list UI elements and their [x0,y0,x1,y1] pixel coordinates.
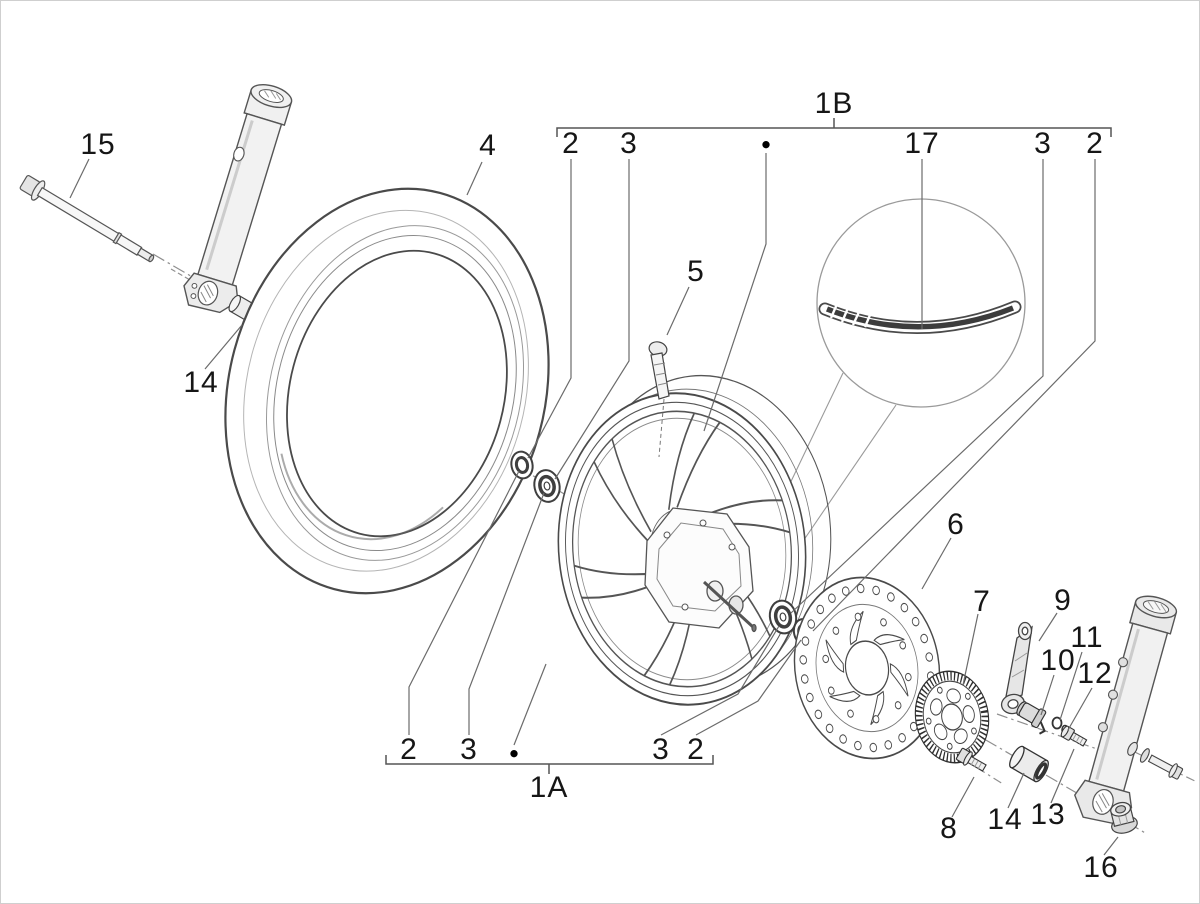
callout-4: 4 [479,129,497,162]
disc-center-hole [844,640,890,696]
wheel-rim [557,374,832,706]
callout-17: 17 [904,127,940,160]
leader-lines [69,153,1119,856]
callout-2-bottom: 2 [400,733,418,766]
callout-3-top: 3 [620,127,638,160]
leader-7 [962,613,979,686]
leader-14-left [204,324,243,370]
valve-5 [648,341,670,458]
ring-11 [1051,716,1063,730]
axle-nut-16 [1110,801,1138,834]
leader-6 [921,537,952,590]
callout-1a: 1A [529,771,569,804]
seal-left-2 [510,450,534,480]
leader-5 [666,286,690,336]
bracket-1b [556,118,1112,137]
valve-stem [650,352,670,400]
fork-leg-left [183,83,293,314]
disc-wave-cutouts [825,610,909,726]
leader-3-top [554,159,630,480]
leader-2-top [527,159,572,459]
callout-5: 5 [687,255,705,288]
callout-16: 16 [1083,851,1119,884]
callout-12: 12 [1077,657,1113,690]
callout-14-left: 14 [183,366,219,399]
assembly-dot-bottom: ● [508,743,520,763]
leader-8 [951,776,975,818]
leader-3-bottom [468,492,545,735]
leader-3-bottom-right [660,625,780,736]
callout-15: 15 [80,128,116,161]
disc-holes [799,583,935,753]
tone-ring-7 [914,670,990,764]
rim-decal-stripe [818,300,1022,334]
leader-3-top-right [790,159,1044,614]
leader-2-bottom [408,470,520,735]
fork-axle-pin-parts [1127,741,1184,780]
brake-disc-6 [793,576,941,760]
assembly-dot-top: ● [760,134,772,154]
leader-4 [466,161,483,196]
spacer-bushing-right-14 [1009,745,1049,783]
leader-12 [1067,687,1093,731]
leader-13 [1050,748,1075,804]
leader-9 [1038,612,1058,642]
leader-dot-bottom [513,663,547,746]
leader-11 [1059,651,1083,721]
callout-1b: 1B [814,87,854,120]
wheel-hub [644,507,757,633]
detail-circle-17 [816,198,1026,408]
axle-shaft [36,186,143,256]
callout-8: 8 [940,812,958,845]
callout-9: 9 [1054,584,1072,617]
leader-dot-top [703,153,767,432]
callout-2-bottom-r: 2 [687,733,705,766]
tire-bead-opening [286,249,508,538]
axle-15 [19,175,155,263]
tire-4 [224,187,550,595]
fork-hose-hole [233,146,245,162]
callout-3-bottom: 3 [460,733,478,766]
leader-16 [1103,836,1119,856]
callout-7: 7 [973,585,991,618]
disc-bolt-8 [955,747,987,772]
callout-13: 13 [1030,798,1066,831]
bearing-left-3 [533,469,561,503]
bracket-1a [385,755,714,774]
leader-2-bottom-right [695,639,802,736]
callout-10: 10 [1040,644,1076,677]
callout-11: 11 [1070,621,1104,654]
tone-ring-cutouts [925,686,977,750]
leader-14-right [1007,772,1025,809]
callout-2-top-r: 2 [1086,127,1104,160]
leader-2-top-right [812,159,1096,632]
speed-sensor-10 [1016,701,1047,735]
callout-6: 6 [947,508,965,541]
callout-3-bottom-r: 3 [652,733,670,766]
group-brackets [385,118,1112,774]
callout-14-right: 14 [987,803,1023,836]
tone-ring-teeth [915,671,989,763]
leader-10 [1040,674,1055,716]
leader-15 [69,158,90,199]
bearing-right-3 [768,599,798,635]
callout-2-top: 2 [562,127,580,160]
sensor-bracket-9 [1000,621,1033,715]
screw-13 [1060,725,1088,747]
callout-3-top-r: 3 [1034,127,1052,160]
